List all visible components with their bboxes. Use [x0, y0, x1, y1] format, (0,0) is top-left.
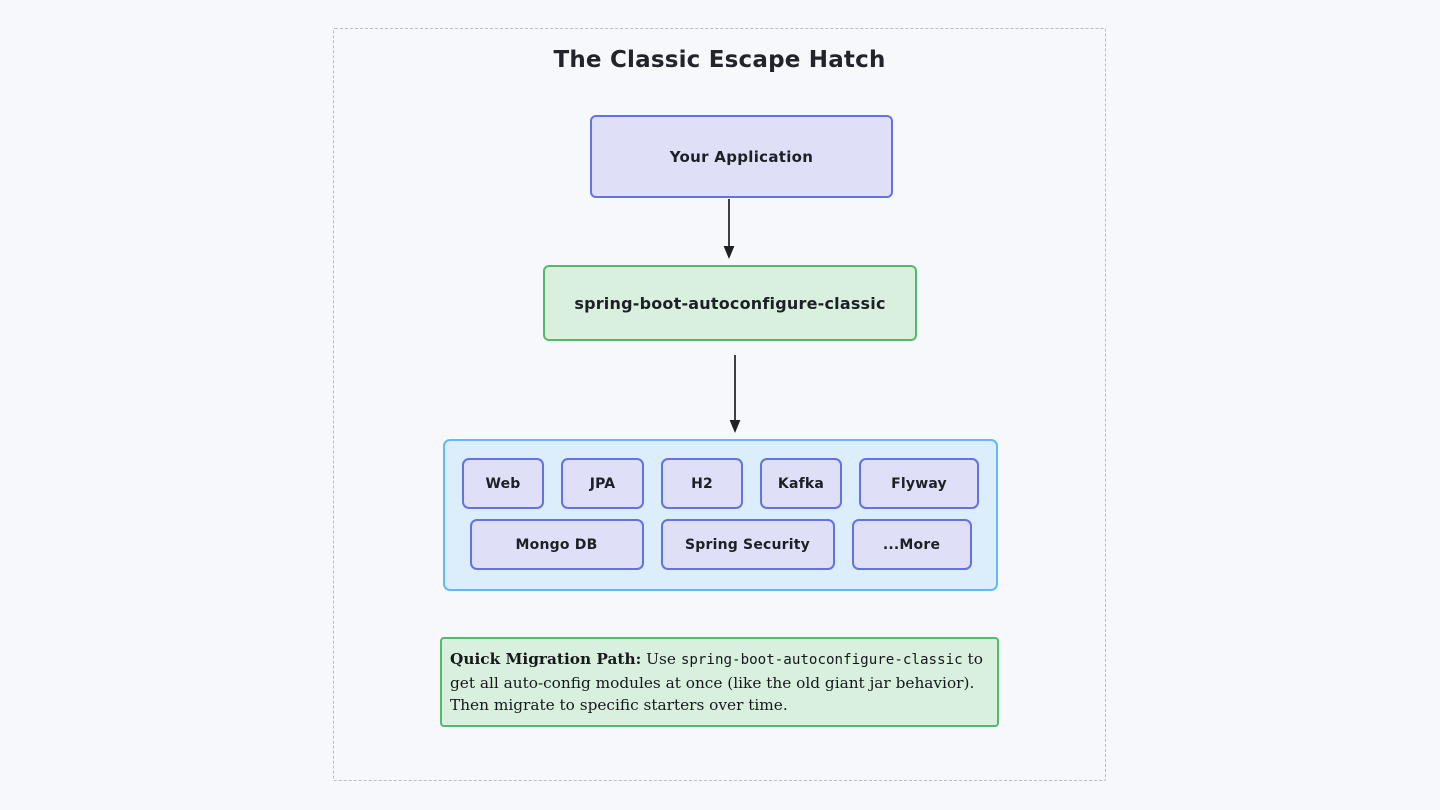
- module-chip-jpa[interactable]: JPA: [561, 458, 644, 509]
- module-chip-spring-security[interactable]: Spring Security: [660, 519, 835, 570]
- module-chip-more-label: ...More: [882, 536, 941, 553]
- callout-text-after-code: to get all auto-config modules at once (…: [450, 650, 983, 714]
- modules-container: Web JPA H2 Kafka Flyway Mongo DB Spring …: [443, 439, 998, 591]
- module-chip-mongo-db[interactable]: Mongo DB: [469, 519, 644, 570]
- arrow-app-to-classic: [723, 199, 735, 259]
- module-chip-more[interactable]: ...More: [851, 519, 972, 570]
- node-your-application-label: Your Application: [669, 147, 814, 166]
- module-chip-jpa-label: JPA: [589, 475, 616, 492]
- modules-row-2: Mongo DB Spring Security ...More: [445, 519, 996, 570]
- diagram-frame: [333, 28, 1106, 781]
- node-your-application[interactable]: Your Application: [590, 115, 893, 198]
- page-title: The Classic Escape Hatch: [553, 47, 886, 73]
- node-autoconfigure-classic-label: spring-boot-autoconfigure-classic: [574, 293, 886, 313]
- module-chip-web-label: Web: [485, 475, 521, 492]
- module-chip-flyway[interactable]: Flyway: [859, 458, 979, 509]
- arrow-classic-to-modules: [729, 355, 741, 433]
- module-chip-spring-security-label: Spring Security: [684, 536, 811, 553]
- module-chip-kafka[interactable]: Kafka: [760, 458, 842, 509]
- module-chip-web[interactable]: Web: [462, 458, 544, 509]
- callout-lead: Quick Migration Path:: [450, 650, 642, 668]
- node-autoconfigure-classic[interactable]: spring-boot-autoconfigure-classic: [543, 265, 917, 341]
- module-chip-kafka-label: Kafka: [777, 475, 825, 492]
- callout-text-before-code: Use: [641, 650, 681, 668]
- callout-code: spring-boot-autoconfigure-classic: [680, 652, 963, 668]
- quick-migration-path-callout: Quick Migration Path: Use spring-boot-au…: [440, 637, 999, 727]
- module-chip-h2-label: H2: [691, 475, 713, 492]
- module-chip-mongo-db-label: Mongo DB: [515, 536, 598, 553]
- modules-row-1: Web JPA H2 Kafka Flyway: [445, 458, 996, 509]
- module-chip-flyway-label: Flyway: [891, 475, 947, 492]
- module-chip-h2[interactable]: H2: [661, 458, 743, 509]
